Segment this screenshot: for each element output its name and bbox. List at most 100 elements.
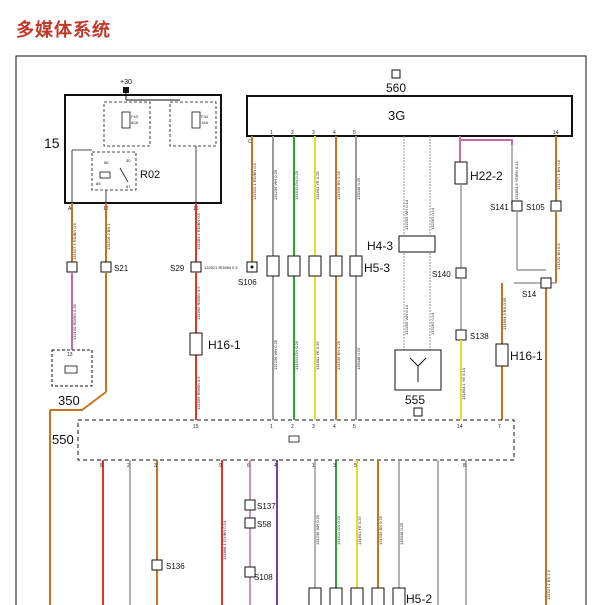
- antenna-icon: [409, 357, 427, 382]
- module-550-icon: [288, 435, 300, 443]
- splice-s14-label: S14: [522, 290, 537, 299]
- connector-h16-1-right-label: H16-1: [510, 349, 543, 363]
- wire-code-27: 131662 RD/BN 0.5: [196, 286, 201, 320]
- wire-code-16: 132262 0.14: [430, 207, 435, 230]
- fuse-f43-frame: [103, 101, 151, 147]
- module-350-label: 350: [58, 393, 80, 408]
- page-title: 多媒体系统: [16, 20, 111, 41]
- pin-3g-14: 14: [553, 130, 559, 136]
- fuse-box-15-label: 15: [44, 135, 60, 151]
- connector-h5-2-pin1: [308, 587, 322, 605]
- connector-h5-3-label: H5-3: [364, 261, 390, 275]
- wire-code-20: 131804.1 YE 0.14: [461, 367, 466, 400]
- splice-s58-label: S58: [257, 520, 272, 529]
- splice-s105-label: S105: [526, 203, 545, 212]
- connector-h4-3-label: H4-3: [367, 239, 393, 253]
- splice-s14: [540, 277, 552, 289]
- module-symbol-icon: [64, 365, 78, 374]
- module-560-marker: [391, 69, 401, 79]
- pin-b-8: 1: [312, 463, 315, 469]
- module-3g-label: 3G: [388, 108, 405, 123]
- fuse-box-15: [64, 94, 222, 204]
- wire-code-34: 131898.1 GY/BN 0.14: [222, 520, 227, 560]
- connector-h5-2-pin4: [371, 587, 385, 605]
- splice-s29-label: S29: [170, 264, 185, 273]
- wire-code-33: 135048 0.25: [399, 522, 404, 545]
- pin-3g-c: C: [248, 139, 252, 145]
- splice-s136-label: S136: [166, 562, 185, 571]
- wire-code-2: 131236 WH 0.25: [273, 169, 278, 200]
- connector-h22-2-label: H22-2: [470, 169, 503, 183]
- pin-b-3: 3: [154, 463, 157, 469]
- connector-h5-2-pin5: [392, 587, 406, 605]
- connector-h5-3-pin5: [349, 255, 363, 277]
- wire-code-26: 132120 RD/BN 0.35: [72, 303, 77, 340]
- splice-s105: [550, 200, 562, 212]
- wire-code-28: 131569 RD/BN 0.5: [196, 376, 201, 410]
- fuse-f43: [121, 111, 131, 129]
- splice-s136: [151, 559, 163, 571]
- pin-3g-2: 2: [291, 130, 294, 136]
- connector-h16-1-right: [495, 343, 509, 367]
- fuse-f34-label: F34: [201, 114, 209, 119]
- wire-code-21: 131894.3 BN 0.35: [502, 297, 507, 330]
- connector-h22-2: [454, 161, 468, 185]
- fuse-f43-amp: 60A: [131, 120, 138, 125]
- pin-b-10: 8: [463, 463, 466, 469]
- wire-code-4: 131601 YE 0.25: [315, 171, 320, 200]
- module-550-label: 550: [52, 432, 74, 447]
- connector-h16-1-left-label: H16-1: [208, 338, 241, 352]
- wire-h22-2: [459, 136, 513, 162]
- relay-pin-86: 86: [104, 160, 109, 165]
- relay-coil: [99, 171, 111, 179]
- wire-code-13: 131527.1 BN 1.5: [546, 569, 551, 600]
- splice-s21: [100, 261, 112, 273]
- wire-code-17: 132255 WH 0.14: [404, 304, 409, 335]
- antenna-555-marker: [413, 407, 423, 417]
- pin-b-2: 2: [127, 463, 130, 469]
- connector-h5-3-pin3: [308, 255, 322, 277]
- wire-code-3: 131511 GN 0.25: [294, 170, 299, 200]
- splice-s29: [190, 261, 202, 273]
- pin-b-7: 5: [354, 463, 357, 469]
- connector-h5-3-pin1: [266, 255, 280, 277]
- pin-550-15: 15: [193, 424, 199, 430]
- splice-s106-label: S106: [238, 278, 257, 287]
- pin-550-1: 1: [270, 424, 273, 430]
- wire-code-25: 132521 RD/BN 0.5: [204, 265, 238, 270]
- splice-s58: [244, 517, 256, 529]
- splice-s108-label: S108: [254, 573, 273, 582]
- wire-code-32: 131539 BN 0.25: [378, 515, 383, 545]
- pin-550-2: 2: [291, 424, 294, 430]
- splice-s138-label: S138: [470, 332, 489, 341]
- fuse-f34-frame: [169, 101, 217, 147]
- pin-550-5: 5: [353, 424, 356, 430]
- fuse-f34: [191, 111, 201, 129]
- module-550: [77, 419, 515, 461]
- wire-code-10: 131539 BN 0.25: [336, 340, 341, 370]
- pin-b-9: 3: [333, 463, 336, 469]
- wire-code-18: 132262 0.14: [430, 312, 435, 335]
- pin-550-14: 14: [457, 424, 463, 430]
- pin-b-6: 4: [274, 463, 277, 469]
- splice-s137-label: S137: [257, 502, 276, 511]
- wire-code-30: 131511 GN 0.25: [336, 515, 341, 545]
- pin-b-5: 6: [247, 463, 250, 469]
- wire-code-15: 132255 WH 0.14: [404, 199, 409, 230]
- pin-550-3: 3: [312, 424, 315, 430]
- relay-pin-30: 30: [126, 158, 131, 163]
- splice-s140: [455, 267, 467, 279]
- wire-code-19: 131804.5 YE/BN 0.14: [514, 161, 519, 200]
- splice-s140-label: S140: [432, 270, 451, 279]
- splice-s21-label: S21: [114, 264, 129, 273]
- wire-code-7: 131236 WH 0.25: [273, 339, 278, 370]
- wire-code-31: 131601 YE 0.25: [357, 516, 362, 545]
- pin-b-1: 8: [100, 463, 103, 469]
- module-560-label: 560: [386, 81, 406, 95]
- wire-code-12: 131527.1 BN 0.5: [556, 159, 561, 190]
- fuse-f43-label: F43: [131, 114, 139, 119]
- wire-code-6: 135048 0.25: [356, 177, 361, 200]
- pin-3g-4: 4: [333, 130, 336, 136]
- wire-code-1: 131522.1 RD/BN 0.5: [252, 162, 257, 200]
